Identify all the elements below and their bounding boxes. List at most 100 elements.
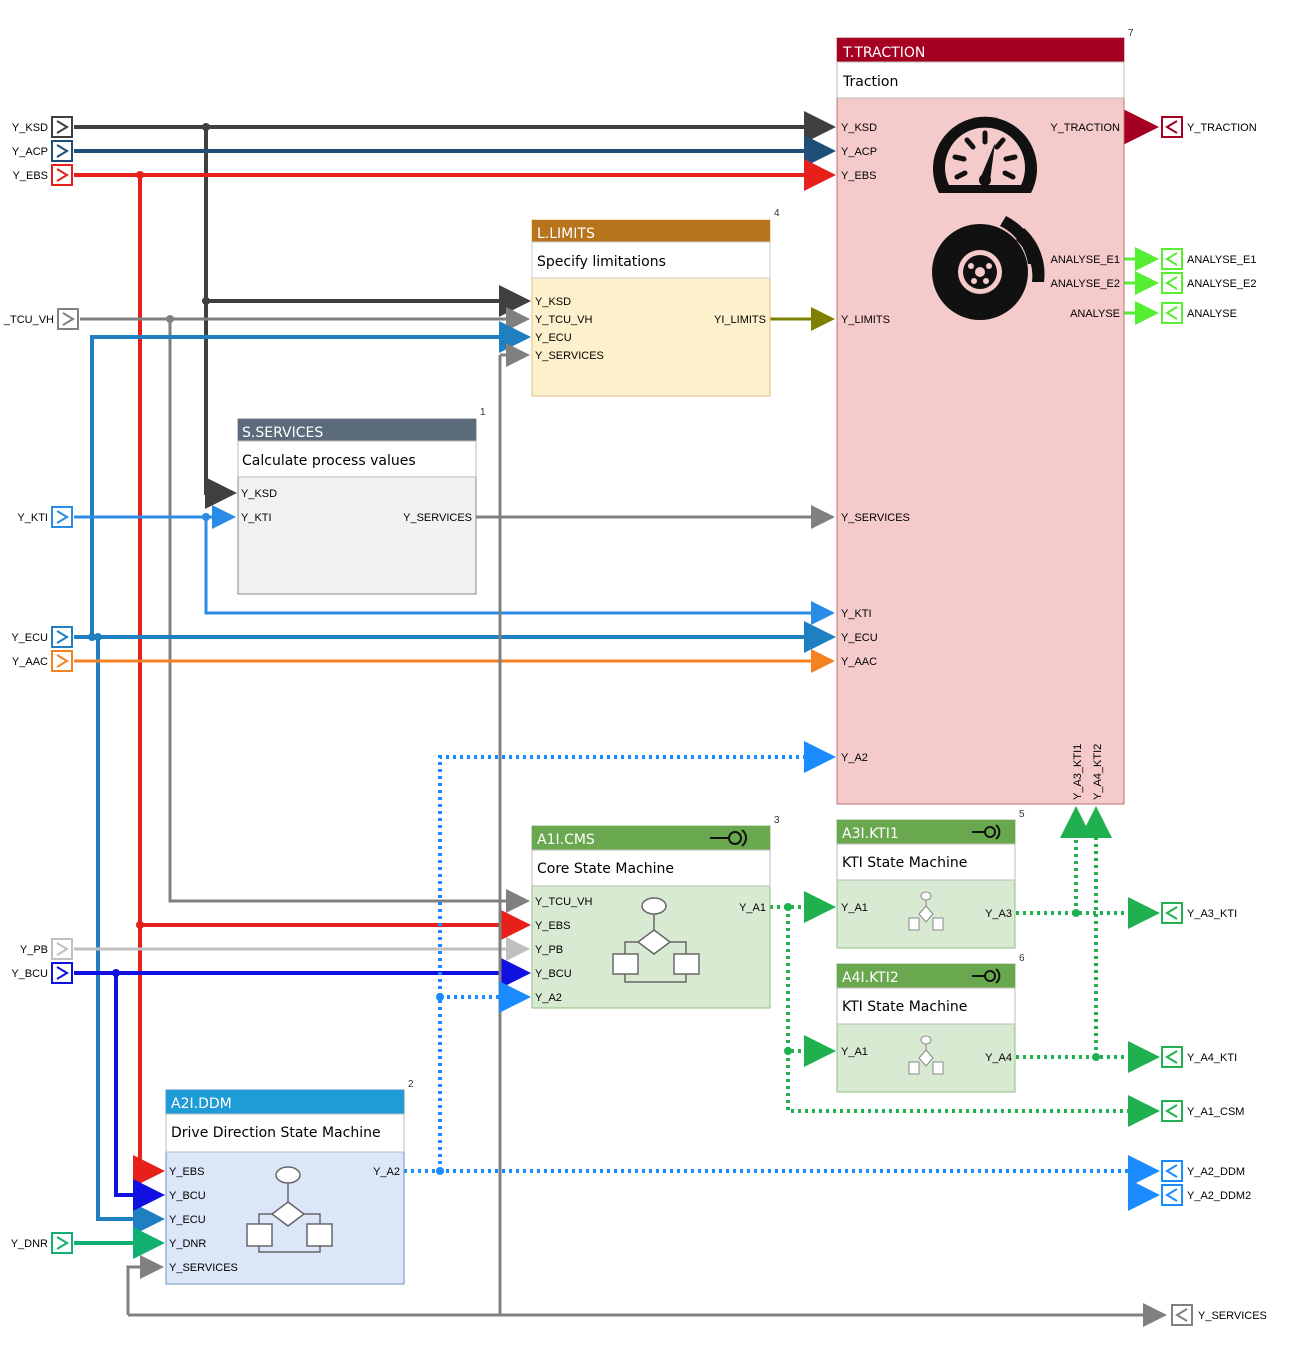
wire-bcu-ddm xyxy=(114,973,165,1211)
services-in-port: Y_KTI xyxy=(241,512,272,524)
block-kti2-num: 6 xyxy=(1019,953,1025,964)
ddm-out-port: Y_A2 xyxy=(373,1166,400,1178)
inport-label: Y_KSD xyxy=(12,122,48,134)
interface-plug-icon xyxy=(710,829,747,847)
wire-ecu-limits xyxy=(90,321,531,637)
inport-ecu[interactable]: Y_ECU xyxy=(11,626,73,648)
outport-traction[interactable]: Y_TRACTION xyxy=(1161,116,1257,138)
block-traction-id: T.TRACTION xyxy=(842,45,925,61)
wire-kti-traction xyxy=(204,517,835,625)
outport-a1-csm[interactable]: Y_A1_CSM xyxy=(1161,1100,1244,1122)
inports: Y_KSD Y_ACP Y_EBS _TCU_VH Y_KTI Y_ECU xyxy=(3,116,79,1254)
outport-a4-kti[interactable]: Y_A4_KTI xyxy=(1161,1046,1237,1068)
outport-analyse-e2[interactable]: ANALYSE_E2 xyxy=(1161,272,1257,294)
limits-in-port: Y_TCU_VH xyxy=(535,314,593,326)
kti2-in-port: Y_A1 xyxy=(841,1046,868,1058)
inport-kti[interactable]: Y_KTI xyxy=(17,506,73,528)
outport-label: Y_A2_DDM xyxy=(1187,1166,1245,1178)
block-ddm[interactable]: A2I.DDM Drive Direction State Machine 2 … xyxy=(165,1079,414,1285)
flowchart-icon xyxy=(908,891,944,931)
traction-out-port: ANALYSE_E2 xyxy=(1050,278,1120,290)
cms-in-port: Y_A2 xyxy=(535,992,562,1004)
block-kti2[interactable]: A4I.KTI2 KTI State Machine 6 Y_A1 Y_A4 xyxy=(836,953,1025,1093)
inport-aac[interactable]: Y_AAC xyxy=(12,650,73,672)
wire-ebs-ddm xyxy=(133,925,165,1187)
outport-a2-ddm2[interactable]: Y_A2_DDM2 xyxy=(1161,1184,1251,1206)
block-kti1[interactable]: A3I.KTI1 KTI State Machine 5 Y_A1 Y_A3 xyxy=(836,809,1025,949)
traction-in-port: Y_KSD xyxy=(841,122,877,134)
flowchart-icon xyxy=(612,897,700,983)
inport-pb[interactable]: Y_PB xyxy=(20,938,73,960)
traction-in-port: Y_AAC xyxy=(841,656,877,668)
traction-bottom-port: Y_A3_KTI1 xyxy=(1072,744,1084,800)
inport-label: Y_ECU xyxy=(11,632,48,644)
kti2-out-port: Y_A4 xyxy=(985,1052,1012,1064)
traction-bottom-port: Y_A4_KTI2 xyxy=(1092,744,1104,800)
traction-in-port: Y_ACP xyxy=(841,146,877,158)
inport-acp[interactable]: Y_ACP xyxy=(12,140,73,162)
interface-plug-icon xyxy=(972,824,1001,840)
services-in-port: Y_KSD xyxy=(241,488,277,500)
inport-label: Y_PB xyxy=(20,944,48,956)
block-cms-id: A1I.CMS xyxy=(537,832,595,848)
traction-in-port: Y_ECU xyxy=(841,632,878,644)
traction-in-port: Y_EBS xyxy=(841,170,876,182)
speedometer-icon xyxy=(933,116,1037,193)
limits-in-port: Y_KSD xyxy=(535,296,571,308)
block-limits-id: L.LIMITS xyxy=(537,226,595,242)
wire-a2-ddm2 xyxy=(1128,1171,1160,1211)
traction-in-port: Y_LIMITS xyxy=(841,314,890,326)
outport-label: ANALYSE_E2 xyxy=(1187,278,1257,290)
block-services-num: 1 xyxy=(480,407,486,418)
wire-services-ddm xyxy=(126,1267,500,1317)
limits-in-port: Y_ECU xyxy=(535,332,572,344)
wire-a1-kti2 xyxy=(786,907,836,1067)
outport-label: ANALYSE_E1 xyxy=(1187,254,1257,266)
cms-in-port: Y_TCU_VH xyxy=(535,896,593,908)
block-cms[interactable]: A1I.CMS Core State Machine 3 Y_TCU_VH Y_… xyxy=(531,815,780,1009)
outport-label: Y_A1_CSM xyxy=(1187,1106,1244,1118)
outport-label: Y_A3_KTI xyxy=(1187,908,1237,920)
outport-services[interactable]: Y_SERVICES xyxy=(1171,1304,1267,1326)
inport-label: Y_AAC xyxy=(12,656,48,668)
inport-ksd[interactable]: Y_KSD xyxy=(12,116,73,138)
kti1-out-port: Y_A3 xyxy=(985,908,1012,920)
cms-in-port: Y_BCU xyxy=(535,968,572,980)
inport-dnr[interactable]: Y_DNR xyxy=(11,1232,73,1254)
inport-tcu-vh[interactable]: _TCU_VH xyxy=(3,308,79,330)
outport-a3-kti[interactable]: Y_A3_KTI xyxy=(1161,902,1237,924)
block-services[interactable]: S.SERVICES Calculate process values 1 Y_… xyxy=(237,407,486,595)
outport-analyse-e1[interactable]: ANALYSE_E1 xyxy=(1161,248,1257,270)
block-traction-num: 7 xyxy=(1128,28,1134,39)
block-ddm-desc: Drive Direction State Machine xyxy=(171,1125,381,1141)
wire-ksd-limits xyxy=(204,127,531,317)
block-cms-num: 3 xyxy=(774,815,780,826)
block-traction[interactable]: T.TRACTION Traction 7 Y_KSD Y_ACP Y_EBS … xyxy=(836,28,1134,805)
block-kti2-id: A4I.KTI2 xyxy=(842,970,899,986)
block-limits-num: 4 xyxy=(774,208,780,219)
inport-label: _TCU_VH xyxy=(3,314,54,326)
outport-a2-ddm[interactable]: Y_A2_DDM xyxy=(1161,1160,1245,1182)
cms-in-port: Y_EBS xyxy=(535,920,570,932)
cms-out-port: Y_A1 xyxy=(739,902,766,914)
wire-a2-traction xyxy=(438,741,836,1171)
inport-bcu[interactable]: Y_BCU xyxy=(11,962,73,984)
outport-label: ANALYSE xyxy=(1187,308,1237,320)
block-kti1-desc: KTI State Machine xyxy=(842,855,967,871)
block-kti2-desc: KTI State Machine xyxy=(842,999,967,1015)
block-kti1-id: A3I.KTI1 xyxy=(842,826,899,842)
traction-out-port: Y_TRACTION xyxy=(1050,122,1120,134)
outport-label: Y_TRACTION xyxy=(1187,122,1257,134)
outport-analyse[interactable]: ANALYSE xyxy=(1161,302,1237,324)
block-limits[interactable]: L.LIMITS Specify limitations 4 Y_KSD Y_T… xyxy=(531,208,780,397)
block-ddm-num: 2 xyxy=(408,1079,414,1090)
traction-out-port: ANALYSE xyxy=(1070,308,1120,320)
wire-ksd-services xyxy=(204,301,237,509)
outport-label: Y_SERVICES xyxy=(1198,1310,1267,1322)
services-out-port: Y_SERVICES xyxy=(403,512,472,524)
ddm-in-port: Y_BCU xyxy=(169,1190,206,1202)
inport-label: Y_ACP xyxy=(12,146,48,158)
traction-in-port: Y_A2 xyxy=(841,752,868,764)
inport-ebs[interactable]: Y_EBS xyxy=(13,164,73,186)
